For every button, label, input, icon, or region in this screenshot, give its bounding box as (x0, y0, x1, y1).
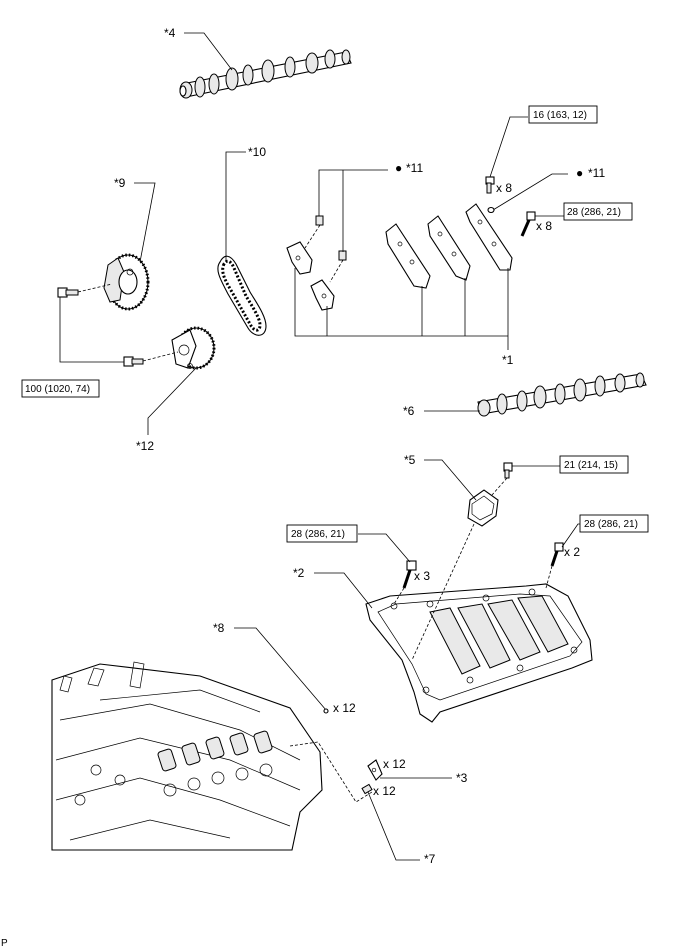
gear-bolt-lower (123, 356, 144, 367)
camshaft-upper (179, 49, 352, 99)
housing-bolt-x3 (402, 560, 417, 589)
bullet-11b: ● (576, 166, 583, 180)
callout-5: *5 (404, 453, 416, 467)
timing-chain (217, 255, 267, 336)
torque-spec-box-16 (528, 105, 598, 124)
callout-8: *8 (213, 621, 225, 635)
quantity-x12-b: x 12 (383, 757, 406, 771)
camshaft-bearing-caps (286, 203, 513, 311)
callout-2: *2 (293, 566, 305, 580)
callout-11a: *11 (406, 161, 423, 175)
callout-3: *3 (456, 771, 468, 785)
torque-spec-28b: 28 (286, 21) (291, 529, 345, 540)
torque-spec-box-28c (579, 514, 649, 533)
torque-spec-28a: 28 (286, 21) (567, 207, 621, 218)
knock-pins (315, 215, 347, 261)
housing-bolt-x2 (550, 542, 564, 567)
torque-spec-box-21 (559, 455, 629, 474)
callout-4: *4 (164, 26, 176, 40)
seal-washer (487, 206, 495, 214)
bullet-11a: ● (395, 161, 402, 175)
torque-spec-21: 21 (214, 15) (564, 460, 618, 471)
callout-6: *6 (403, 404, 415, 418)
stud-bolt (520, 211, 536, 237)
callout-11b: *11 (588, 166, 605, 180)
bracket-bolt (503, 462, 513, 479)
torque-spec-box-100 (21, 379, 100, 398)
camshaft-timing-gear-intake (171, 326, 216, 370)
small-part-3 (367, 759, 383, 781)
torque-spec-28c: 28 (286, 21) (584, 519, 638, 530)
gear-bolt-upper (57, 287, 79, 298)
quantity-x12-a: x 12 (333, 701, 356, 715)
camshaft-housing (365, 583, 593, 723)
camshaft-lower (477, 372, 647, 417)
camshaft-timing-gear-exhaust (103, 253, 150, 311)
torque-spec-box-28b (286, 524, 358, 543)
quantity-x8-stud: x 8 (536, 219, 552, 233)
quantity-x12-c: x 12 (373, 784, 396, 798)
quantity-x8-bolt: x 8 (496, 181, 512, 195)
callout-12: *12 (136, 439, 154, 453)
callout-7: *7 (424, 852, 436, 866)
cylinder-head-engine (51, 661, 323, 851)
bearing-cap-bolt (485, 176, 495, 194)
quantity-x2: x 2 (564, 545, 580, 559)
callout-10: *10 (248, 145, 266, 159)
callout-9: *9 (114, 176, 126, 190)
torque-spec-16: 16 (163, 12) (533, 110, 587, 121)
torque-spec-100: 100 (1020, 74) (25, 384, 90, 395)
small-part-7 (361, 783, 373, 795)
callout-1: *1 (502, 353, 514, 367)
dowel-point (323, 708, 329, 714)
quantity-x3: x 3 (414, 569, 430, 583)
footer-code: P (1, 938, 8, 949)
torque-spec-box-28a (563, 202, 633, 221)
